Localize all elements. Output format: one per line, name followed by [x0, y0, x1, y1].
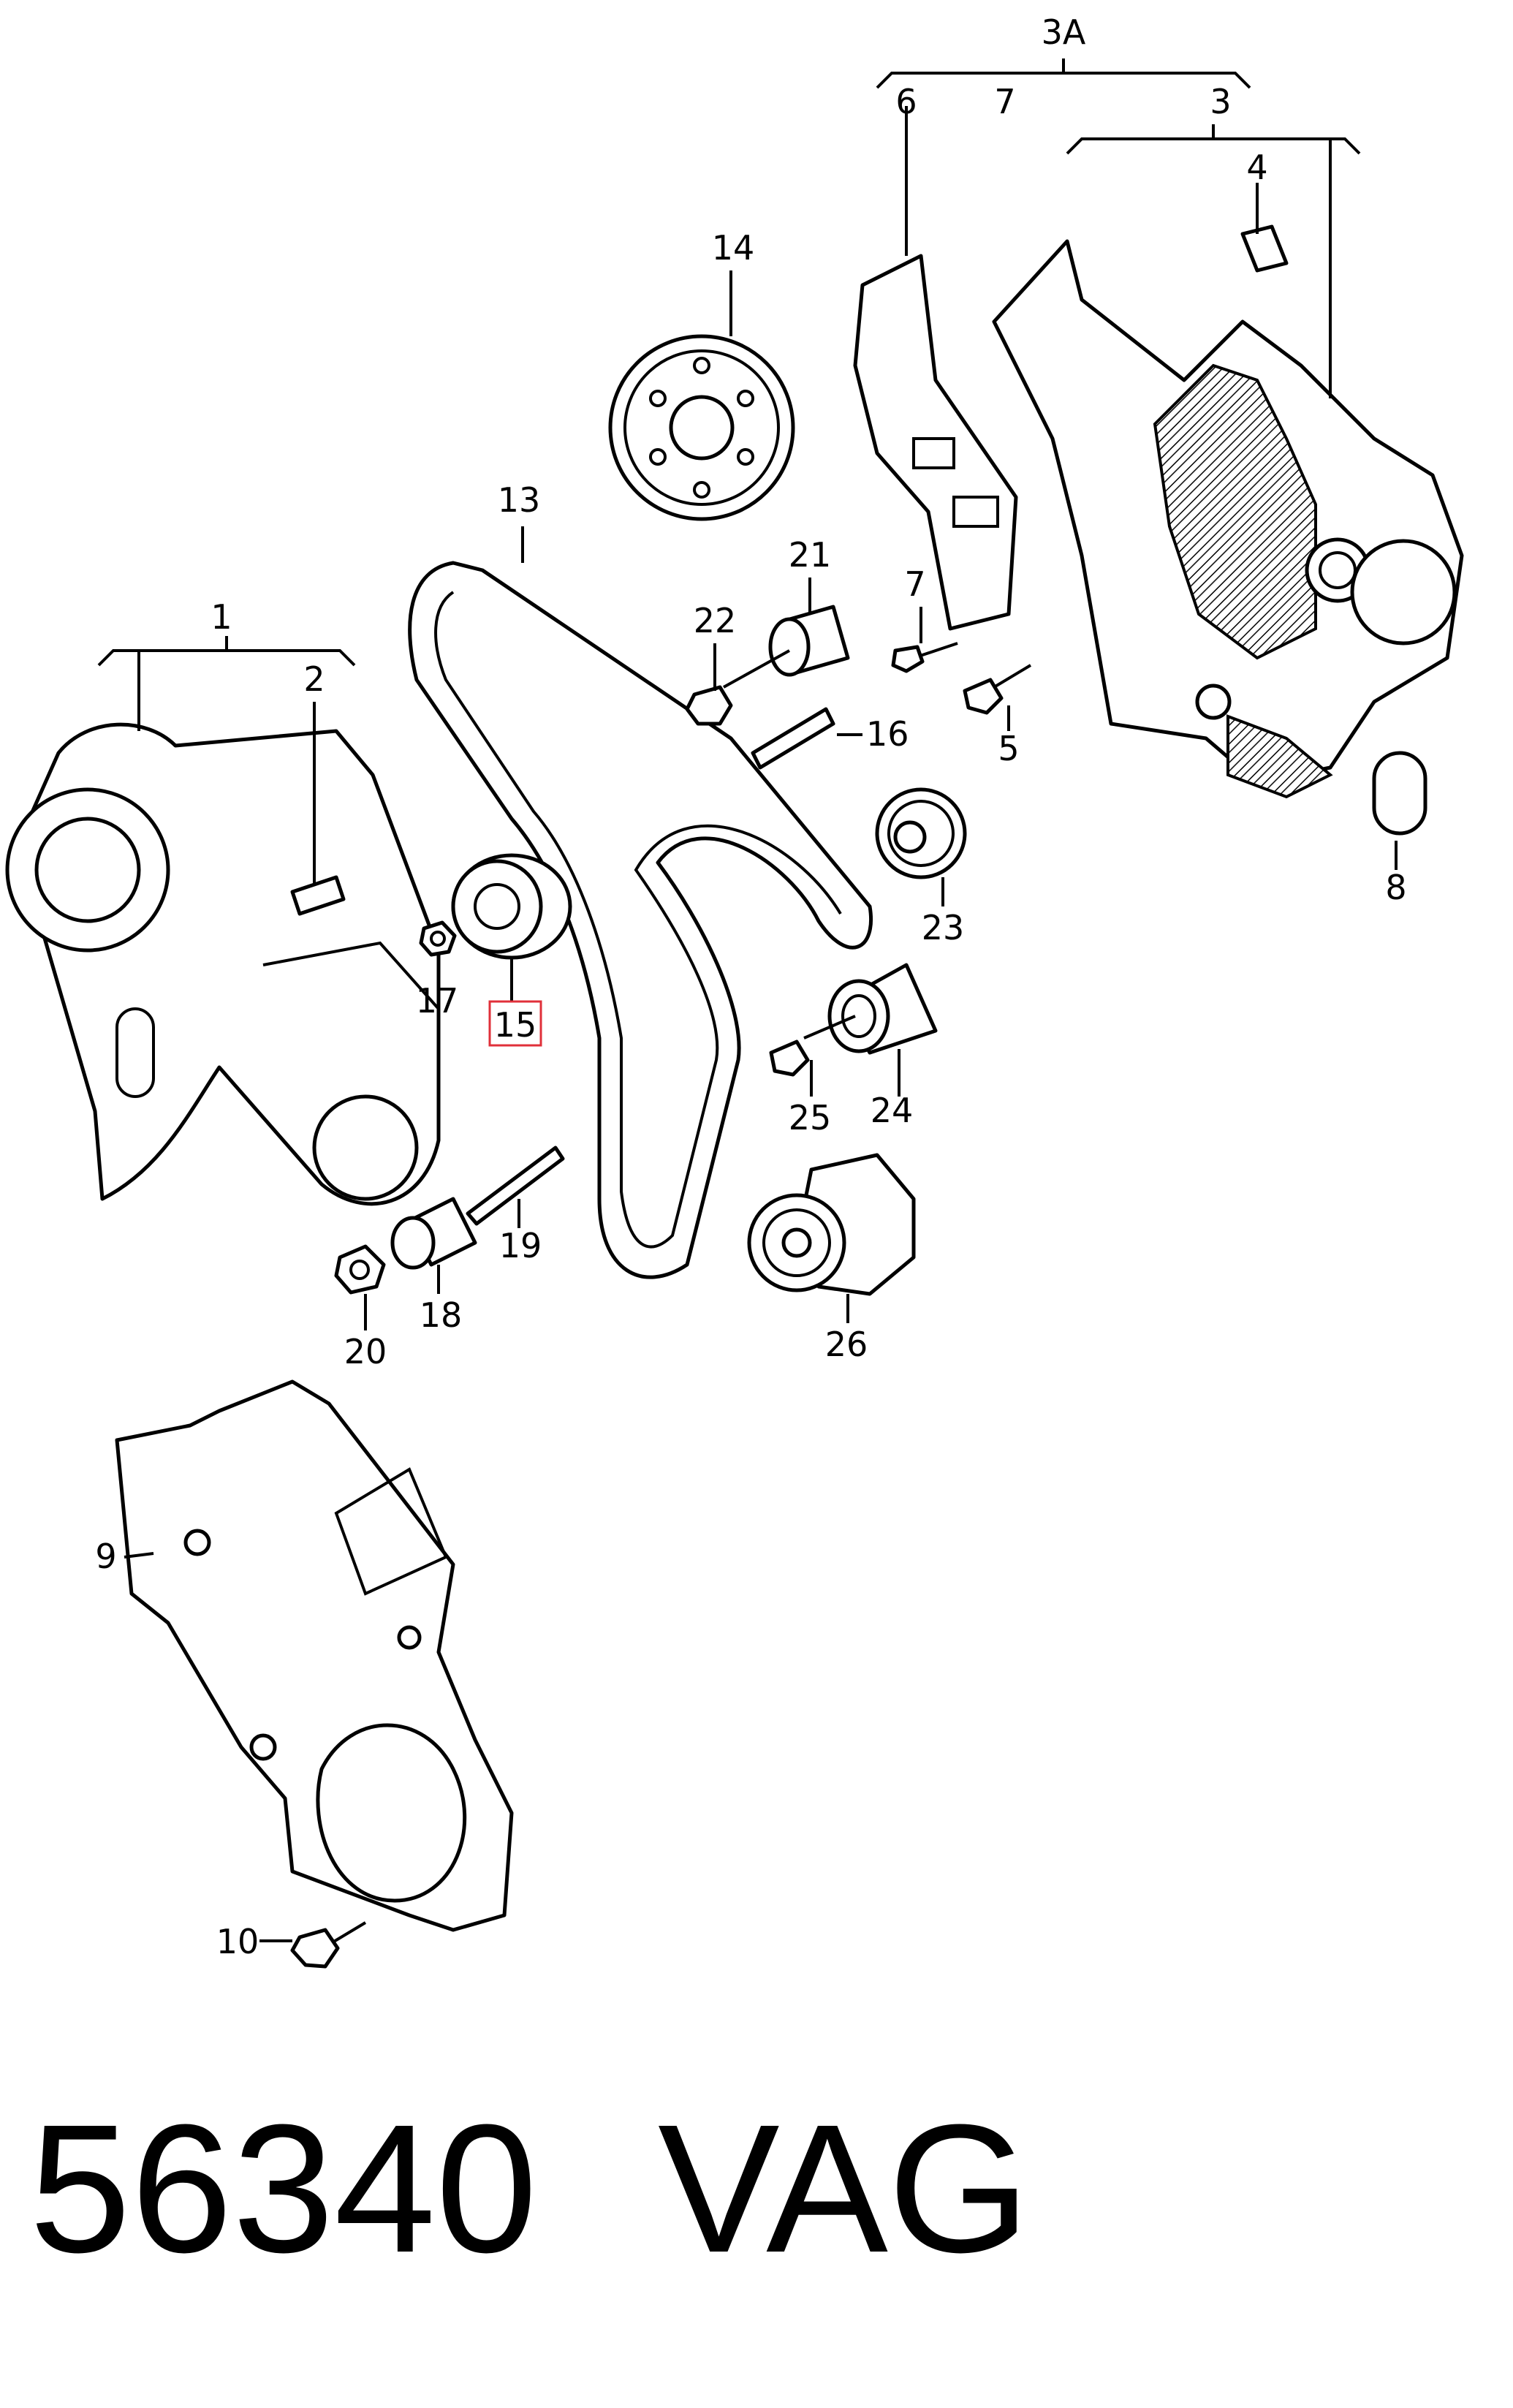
- callout-19: 19: [499, 1226, 542, 1265]
- part-number: 56340: [29, 2086, 537, 2290]
- rear-timing-cover-part-3: [992, 239, 1464, 799]
- middle-timing-cover-part-1: [5, 722, 441, 1206]
- sleeve-part-21: [768, 605, 850, 677]
- nut-part-20: [334, 1244, 386, 1295]
- clip-part-4: [1240, 224, 1289, 273]
- callout-5: 5: [998, 729, 1019, 768]
- callout-26: 26: [825, 1325, 868, 1364]
- clip-part-2: [290, 875, 346, 916]
- callout-18: 18: [420, 1295, 463, 1335]
- callout-21: 21: [789, 535, 832, 575]
- tensioner-pulley-part-15: [451, 853, 572, 960]
- callout-25: 25: [789, 1098, 832, 1137]
- callout-4: 4: [1246, 148, 1267, 187]
- highlight-box-15: [488, 1000, 542, 1047]
- camshaft-sprocket-part-14: [608, 334, 795, 521]
- callout-13: 13: [498, 480, 541, 520]
- callout-8: 8: [1385, 868, 1406, 907]
- stud-part-19: [466, 1146, 565, 1226]
- bolt-part-10: [290, 1921, 367, 1969]
- timing-belt-part-13: [408, 561, 873, 1279]
- plug-part-8: [1372, 751, 1427, 836]
- callout-labels: 3A 6 7 3 4 14 13 21 7 22 1 2 16 5 8 23 1…: [95, 12, 1406, 1961]
- callout-3: 3: [1210, 82, 1231, 121]
- rear-timing-cover-part-6: [853, 254, 1018, 631]
- nut-part-17: [419, 920, 457, 957]
- callout-9: 9: [95, 1537, 116, 1576]
- callout-14: 14: [712, 228, 755, 268]
- water-pump-part-26: [747, 1153, 916, 1296]
- roller-part-18: [390, 1197, 477, 1270]
- callout-6: 6: [895, 82, 917, 121]
- bolt-part-22: [685, 649, 790, 726]
- idler-sprocket-part-23: [875, 787, 967, 879]
- callout-10: 10: [216, 1922, 259, 1961]
- brand-name: VAG: [658, 2086, 1030, 2290]
- bolt-part-25: [769, 1015, 856, 1077]
- callout-22: 22: [694, 601, 737, 640]
- stud-part-16: [751, 707, 835, 770]
- callout-15: 15: [494, 1005, 537, 1045]
- callout-20: 20: [344, 1332, 387, 1371]
- callout-7-top: 7: [994, 82, 1015, 121]
- leader-lines: [97, 58, 1398, 1942]
- callout-7: 7: [904, 564, 925, 604]
- callout-23: 23: [922, 908, 965, 947]
- bolt-part-7: [891, 642, 958, 673]
- callout-1: 1: [211, 597, 232, 637]
- callout-17: 17: [416, 981, 459, 1021]
- callout-24: 24: [871, 1091, 914, 1130]
- idler-pulley-part-24: [827, 963, 938, 1055]
- callout-3a: 3A: [1042, 12, 1086, 52]
- lower-timing-cover-part-9: [115, 1379, 514, 1932]
- callout-16: 16: [866, 714, 909, 754]
- callout-2: 2: [303, 659, 325, 699]
- bolt-part-5: [963, 664, 1032, 715]
